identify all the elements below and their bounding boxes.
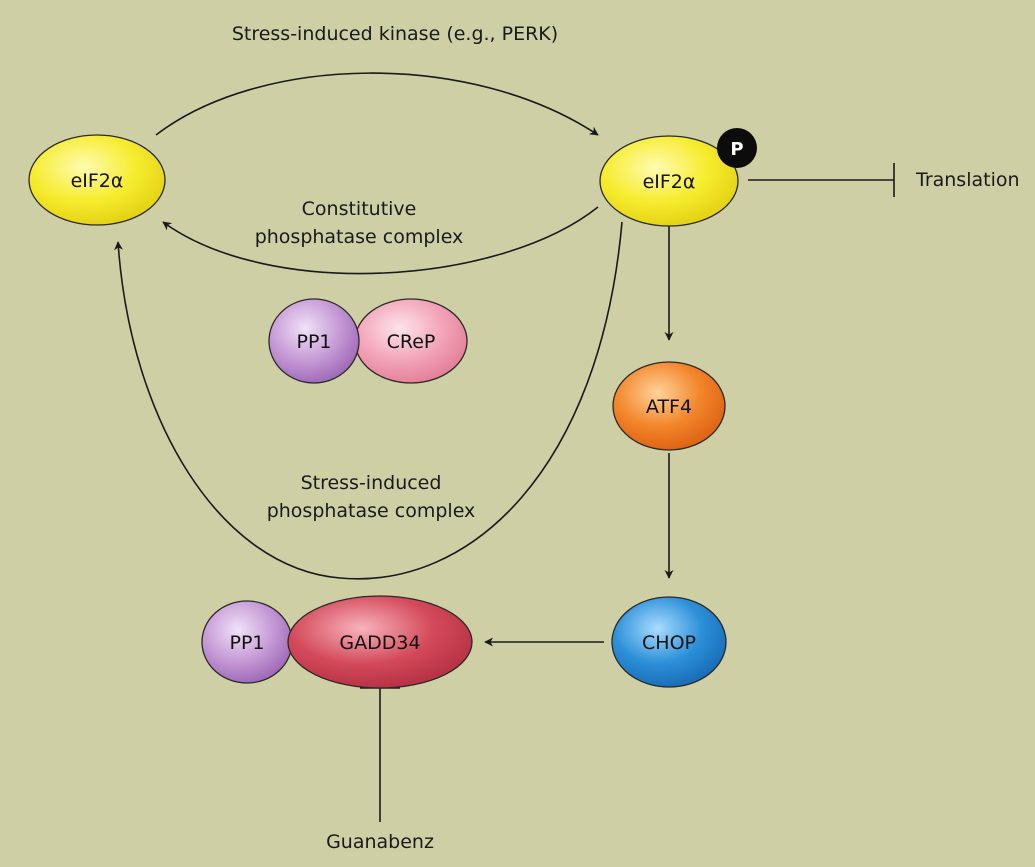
atf4-shape <box>612 361 726 451</box>
node-pp1-crep-complex: CReP PP1 <box>268 298 468 384</box>
chop-label: CHOP <box>642 632 696 654</box>
eif2a-left-shape <box>28 134 166 226</box>
gadd34-shape <box>287 595 473 689</box>
stress-label-line1: Stress-induced <box>301 472 442 494</box>
chop-shape <box>611 596 727 688</box>
kinase-arrow <box>155 72 599 136</box>
node-atf4: ATF4 <box>612 361 726 451</box>
pp1-top-label: PP1 <box>296 331 331 353</box>
gadd34-label: GADD34 <box>339 632 420 654</box>
node-pp1-gadd34-complex: PP1 GADD34 <box>201 595 473 689</box>
eif2a-right-shape <box>599 135 739 227</box>
stress-phosphatase-arrow <box>114 221 623 580</box>
constitutive-phosphatase-arrow <box>162 206 599 275</box>
crep-label: CReP <box>387 331 436 353</box>
phospho-badge <box>717 128 757 168</box>
stress-label-line2: phosphatase complex <box>267 500 476 522</box>
eif2a-left-label: eIF2α <box>71 170 124 192</box>
phospho-label: P <box>730 139 743 160</box>
kinase-label: Stress-induced kinase (e.g., PERK) <box>232 23 558 45</box>
translation-label: Translation <box>915 169 1020 191</box>
constitutive-label-line2: phosphatase complex <box>255 226 464 248</box>
constitutive-label-line1: Constitutive <box>302 198 417 220</box>
annotations: Stress-induced kinase (e.g., PERK) Const… <box>232 23 1020 853</box>
pp1-top-shape <box>268 298 360 384</box>
pp1-bottom-label: PP1 <box>229 632 264 654</box>
eif2a-right-label: eIF2α <box>643 171 696 193</box>
atf4-label: ATF4 <box>646 396 692 418</box>
node-eif2a-left: eIF2α <box>28 134 166 226</box>
node-chop: CHOP <box>611 596 727 688</box>
guanabenz-label: Guanabenz <box>326 831 434 853</box>
node-eif2a-right: eIF2α P <box>599 128 757 227</box>
edges <box>114 72 895 822</box>
